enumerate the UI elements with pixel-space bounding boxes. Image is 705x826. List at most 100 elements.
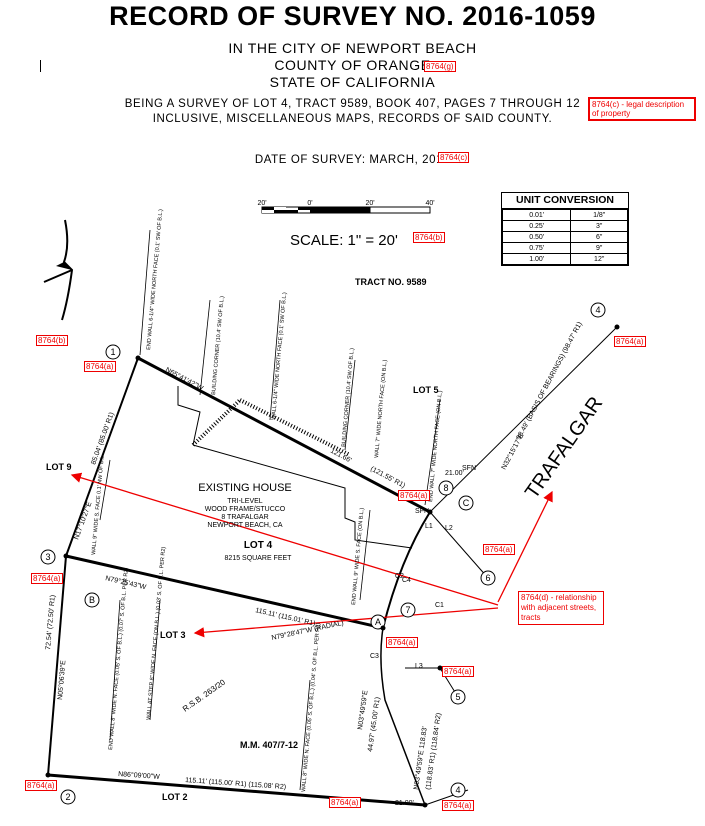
tag-8764a: 8764(a) — [31, 573, 63, 584]
leader-line — [359, 509, 371, 601]
monument-label: 6 — [485, 573, 490, 583]
tag-8764d-relationship: 8764(d) - relationship with adjacent str… — [518, 591, 604, 625]
curve-label: C4 — [402, 577, 411, 584]
rsb-label: R.S.B. 263/20 — [181, 677, 227, 713]
bearing-top: N65°41'42"W — [164, 366, 205, 393]
tag-8764c-date: 8764(c) — [438, 152, 470, 163]
tag-8764a: 8764(a) — [614, 336, 646, 347]
monument-8 — [438, 480, 454, 496]
monument-label: 5 — [455, 692, 460, 702]
tag-8764a: 8764(a) — [442, 666, 474, 677]
bearing-left: N17°10'27"E — [72, 500, 93, 540]
monument-5 — [450, 689, 466, 705]
monument-label: 4 — [455, 785, 460, 795]
scale-tick: 20' — [365, 200, 374, 207]
scale-label: SCALE: 1" = 20' — [290, 232, 398, 249]
red-arrow — [193, 607, 499, 638]
monument-1 — [105, 344, 121, 360]
tag-8764g: 8764(g) — [424, 61, 456, 72]
distance-bottom-left: 72.54' (72.50' R1) — [45, 595, 57, 651]
corner-dot — [380, 625, 386, 631]
curve-label: C2 — [395, 573, 404, 580]
red-arrow — [70, 472, 499, 606]
house-outline — [177, 386, 413, 549]
monument-label: 7 — [405, 605, 410, 615]
tag-8764b-scale: 8764(b) — [413, 232, 445, 243]
tag-8764b-north: 8764(b) — [36, 335, 68, 346]
distance-bottom-right1: 44.97' (45.00' R1) — [367, 697, 382, 753]
distance-21: 21.00' — [445, 470, 464, 477]
distance-21b: 21.00' — [395, 800, 414, 807]
header-state: STATE OF CALIFORNIA — [269, 74, 436, 90]
corner-dot — [427, 509, 433, 515]
point-b — [84, 592, 100, 608]
lot5-label: LOT 5 — [413, 385, 439, 395]
curve-label: L2 — [445, 525, 453, 532]
tag-8764a: 8764(a) — [84, 361, 116, 372]
table-cell: 1.00' — [501, 253, 572, 265]
bearing-bottom: N86°09'00"W — [118, 770, 160, 781]
monument-label: 8 — [443, 483, 448, 493]
table-row: 0.25'3" — [501, 220, 628, 232]
lot2-label: LOT 2 — [162, 792, 188, 802]
leader-line — [109, 599, 121, 741]
leader-line — [344, 359, 356, 451]
bearing-bottom-right1: N03°49'59"E — [356, 690, 369, 731]
leader-line — [139, 229, 151, 356]
tag-8764a: 8764(a) — [329, 797, 361, 808]
monument-4b — [450, 782, 466, 798]
red-arrow — [497, 490, 553, 603]
curve-label: C1 — [435, 602, 444, 609]
monument-label: 3 — [45, 552, 50, 562]
house-detail: 8 TRAFALGAR — [221, 514, 268, 521]
leader-line — [299, 679, 311, 791]
document-title: RECORD OF SURVEY NO. 2016-1059 — [109, 1, 596, 31]
tag-8764a: 8764(a) — [442, 800, 474, 811]
scale-tick: 40' — [425, 200, 434, 207]
lot4-area: 8215 SQUARE FEET — [225, 555, 293, 562]
north-arrow-icon — [43, 219, 74, 321]
monument-7 — [400, 602, 416, 618]
leader-line — [149, 599, 161, 721]
scale-bar: 20' 0' 20' 40' SCALE: 1" = 20' — [257, 200, 434, 249]
table-row: 0.50'6" — [501, 231, 628, 243]
lot3-label: LOT 3 — [160, 630, 186, 640]
header-legal-2: INCLUSIVE, MISCELLANEOUS MAPS, RECORDS O… — [152, 113, 553, 125]
wall-note: BUILDING CORNER (10.4' SW OF B.L.) — [341, 348, 356, 447]
wall-note: END WALL 9" WIDE S. FACE (ON B.L.) — [351, 507, 365, 605]
curve-label: C3 — [370, 653, 379, 660]
leader-line — [424, 399, 441, 506]
distance-bottom-right2: (118.83' R1) (118.84' R2) — [425, 713, 443, 791]
point-a — [370, 614, 386, 630]
monument-label: C — [463, 498, 470, 508]
monument-4 — [590, 302, 606, 318]
survey-date: DATE OF SURVEY: MARCH, 2016 — [254, 154, 451, 166]
corner-dot — [422, 802, 428, 808]
unit-conversion-table: UNIT CONVERSION 0.01'1/8" 0.25'3" 0.50'6… — [501, 192, 629, 266]
mm-label: M.M. 407/7-12 — [240, 740, 298, 750]
corner-dot — [45, 772, 51, 778]
monument-label: 1 — [110, 347, 115, 357]
point-c — [458, 495, 474, 511]
tag-8764a: 8764(a) — [398, 490, 430, 501]
wall-note: END WALL 6-1/4" WIDE NORTH FACE (0.1' SW… — [146, 209, 164, 350]
curve-label: L3 — [415, 663, 423, 670]
lot4-label: LOT 4 — [244, 540, 273, 551]
scale-tick: 20' — [257, 200, 266, 207]
corner-dot — [135, 355, 141, 361]
wall-note: WALL 7" WIDE NORTH FACE (ON B.L.) — [374, 359, 389, 458]
table-cell: 12" — [570, 253, 628, 265]
bearing-bottom-left: N05°06'39"E — [56, 660, 67, 701]
sfn-label: SFN — [415, 508, 429, 515]
curve-label: L1 — [425, 523, 433, 530]
leader-line — [199, 299, 211, 396]
header-city: IN THE CITY OF NEWPORT BEACH — [228, 40, 477, 56]
corner-dot — [63, 553, 69, 559]
monument-label: 4 — [595, 305, 600, 315]
leader-line — [99, 459, 111, 521]
lot-boundary — [47, 326, 618, 807]
header-legal-1: BEING A SURVEY OF LOT 4, TRACT 9589, BOO… — [124, 98, 581, 110]
corner-dot — [614, 324, 620, 330]
monument-2 — [60, 789, 76, 805]
